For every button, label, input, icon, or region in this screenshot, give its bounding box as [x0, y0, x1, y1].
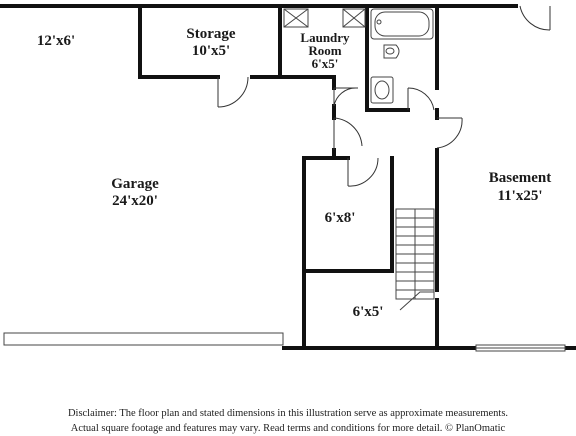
laundry-dims: 6'x5' — [312, 56, 339, 71]
room-labels: 12'x6' Storage 10'x5' Laundry Room 6'x5'… — [37, 26, 551, 320]
walls — [0, 4, 576, 350]
laundry-appliances — [283, 8, 366, 28]
laundry-name-line1: Laundry — [300, 30, 350, 45]
garage-door — [3, 332, 284, 346]
closet-6x5-dims: 6'x5' — [353, 304, 384, 320]
basement-dims: 11'x25' — [497, 188, 542, 204]
room-12x6-dims: 12'x6' — [37, 33, 75, 49]
disclaimer-line-1: Disclaimer: The floor plan and stated di… — [67, 408, 509, 419]
garage-dims: 24'x20' — [112, 193, 158, 209]
storage-dims: 10'x5' — [192, 43, 230, 59]
storage-name: Storage — [186, 26, 235, 42]
bathroom-fixtures — [370, 8, 434, 104]
basement-window — [475, 344, 566, 352]
stairs — [395, 208, 435, 311]
doors — [217, 5, 551, 187]
disclaimer-line-2: Actual square footage and features may v… — [70, 423, 506, 434]
closet-6x8-dims: 6'x8' — [325, 210, 356, 226]
laundry-name-line2: Room — [308, 43, 341, 58]
garage-name: Garage — [111, 176, 159, 192]
disclaimer: Disclaimer: The floor plan and stated di… — [0, 406, 576, 436]
basement-name: Basement — [489, 170, 552, 186]
